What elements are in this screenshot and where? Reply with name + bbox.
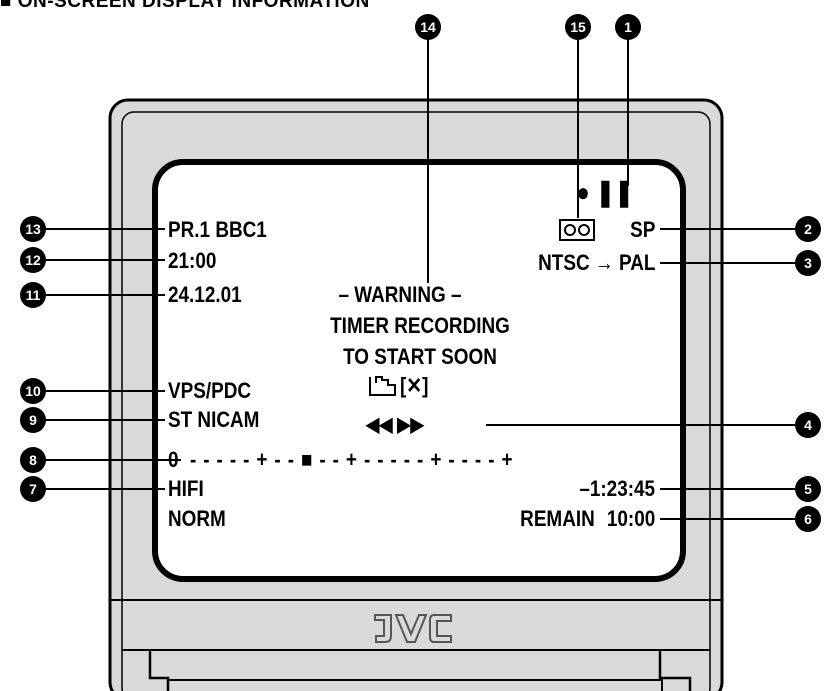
callout-13: 13: [20, 216, 46, 242]
callout-7: 7: [20, 476, 46, 502]
callout-2: 2: [795, 216, 821, 242]
remain-label: REMAIN: [520, 507, 595, 531]
stereo-mode: ST NICAM: [168, 408, 259, 432]
callout-14: 14: [415, 14, 441, 40]
record-pause-indicator: ● ❚❚: [576, 180, 633, 204]
tape-speed: SP: [630, 218, 655, 242]
warning-title: – WARNING –: [314, 283, 486, 307]
callout-15: 15: [565, 14, 591, 40]
remain-time: 10:00: [607, 507, 655, 531]
clock-time: 21:00: [168, 249, 216, 273]
callout-6: 6: [795, 506, 821, 532]
counter-zero: 0: [168, 448, 179, 472]
channel-name: PR.1 BBC1: [168, 218, 267, 242]
callout-8: 8: [20, 447, 46, 473]
callout-4: 4: [795, 412, 821, 438]
callout-10: 10: [20, 378, 46, 404]
callout-5: 5: [795, 476, 821, 502]
colour-system: NTSC → PAL: [538, 251, 655, 275]
date-display: 24.12.01: [168, 283, 242, 307]
callout-1: 1: [615, 14, 641, 40]
callout-9: 9: [20, 407, 46, 433]
warning-line-start: TO START SOON: [308, 345, 532, 369]
tape-counter: –1:23:45: [579, 477, 655, 501]
timer-cancel-symbol: [✕]: [400, 374, 428, 398]
callout-11: 11: [20, 282, 46, 308]
audio-mode: HIFI: [168, 477, 204, 501]
transport-arrows-icon: ◀◀ ▶▶: [366, 413, 424, 437]
vps-pdc-label: VPS/PDC: [168, 379, 251, 403]
callout-3: 3: [795, 250, 821, 276]
counter-scale: - - - - - + - - ■ - - + - - - - - + - - …: [190, 448, 513, 472]
callout-12: 12: [20, 247, 46, 273]
warning-line-timer: TIMER RECORDING: [300, 314, 541, 338]
audio-output: NORM: [168, 507, 226, 531]
